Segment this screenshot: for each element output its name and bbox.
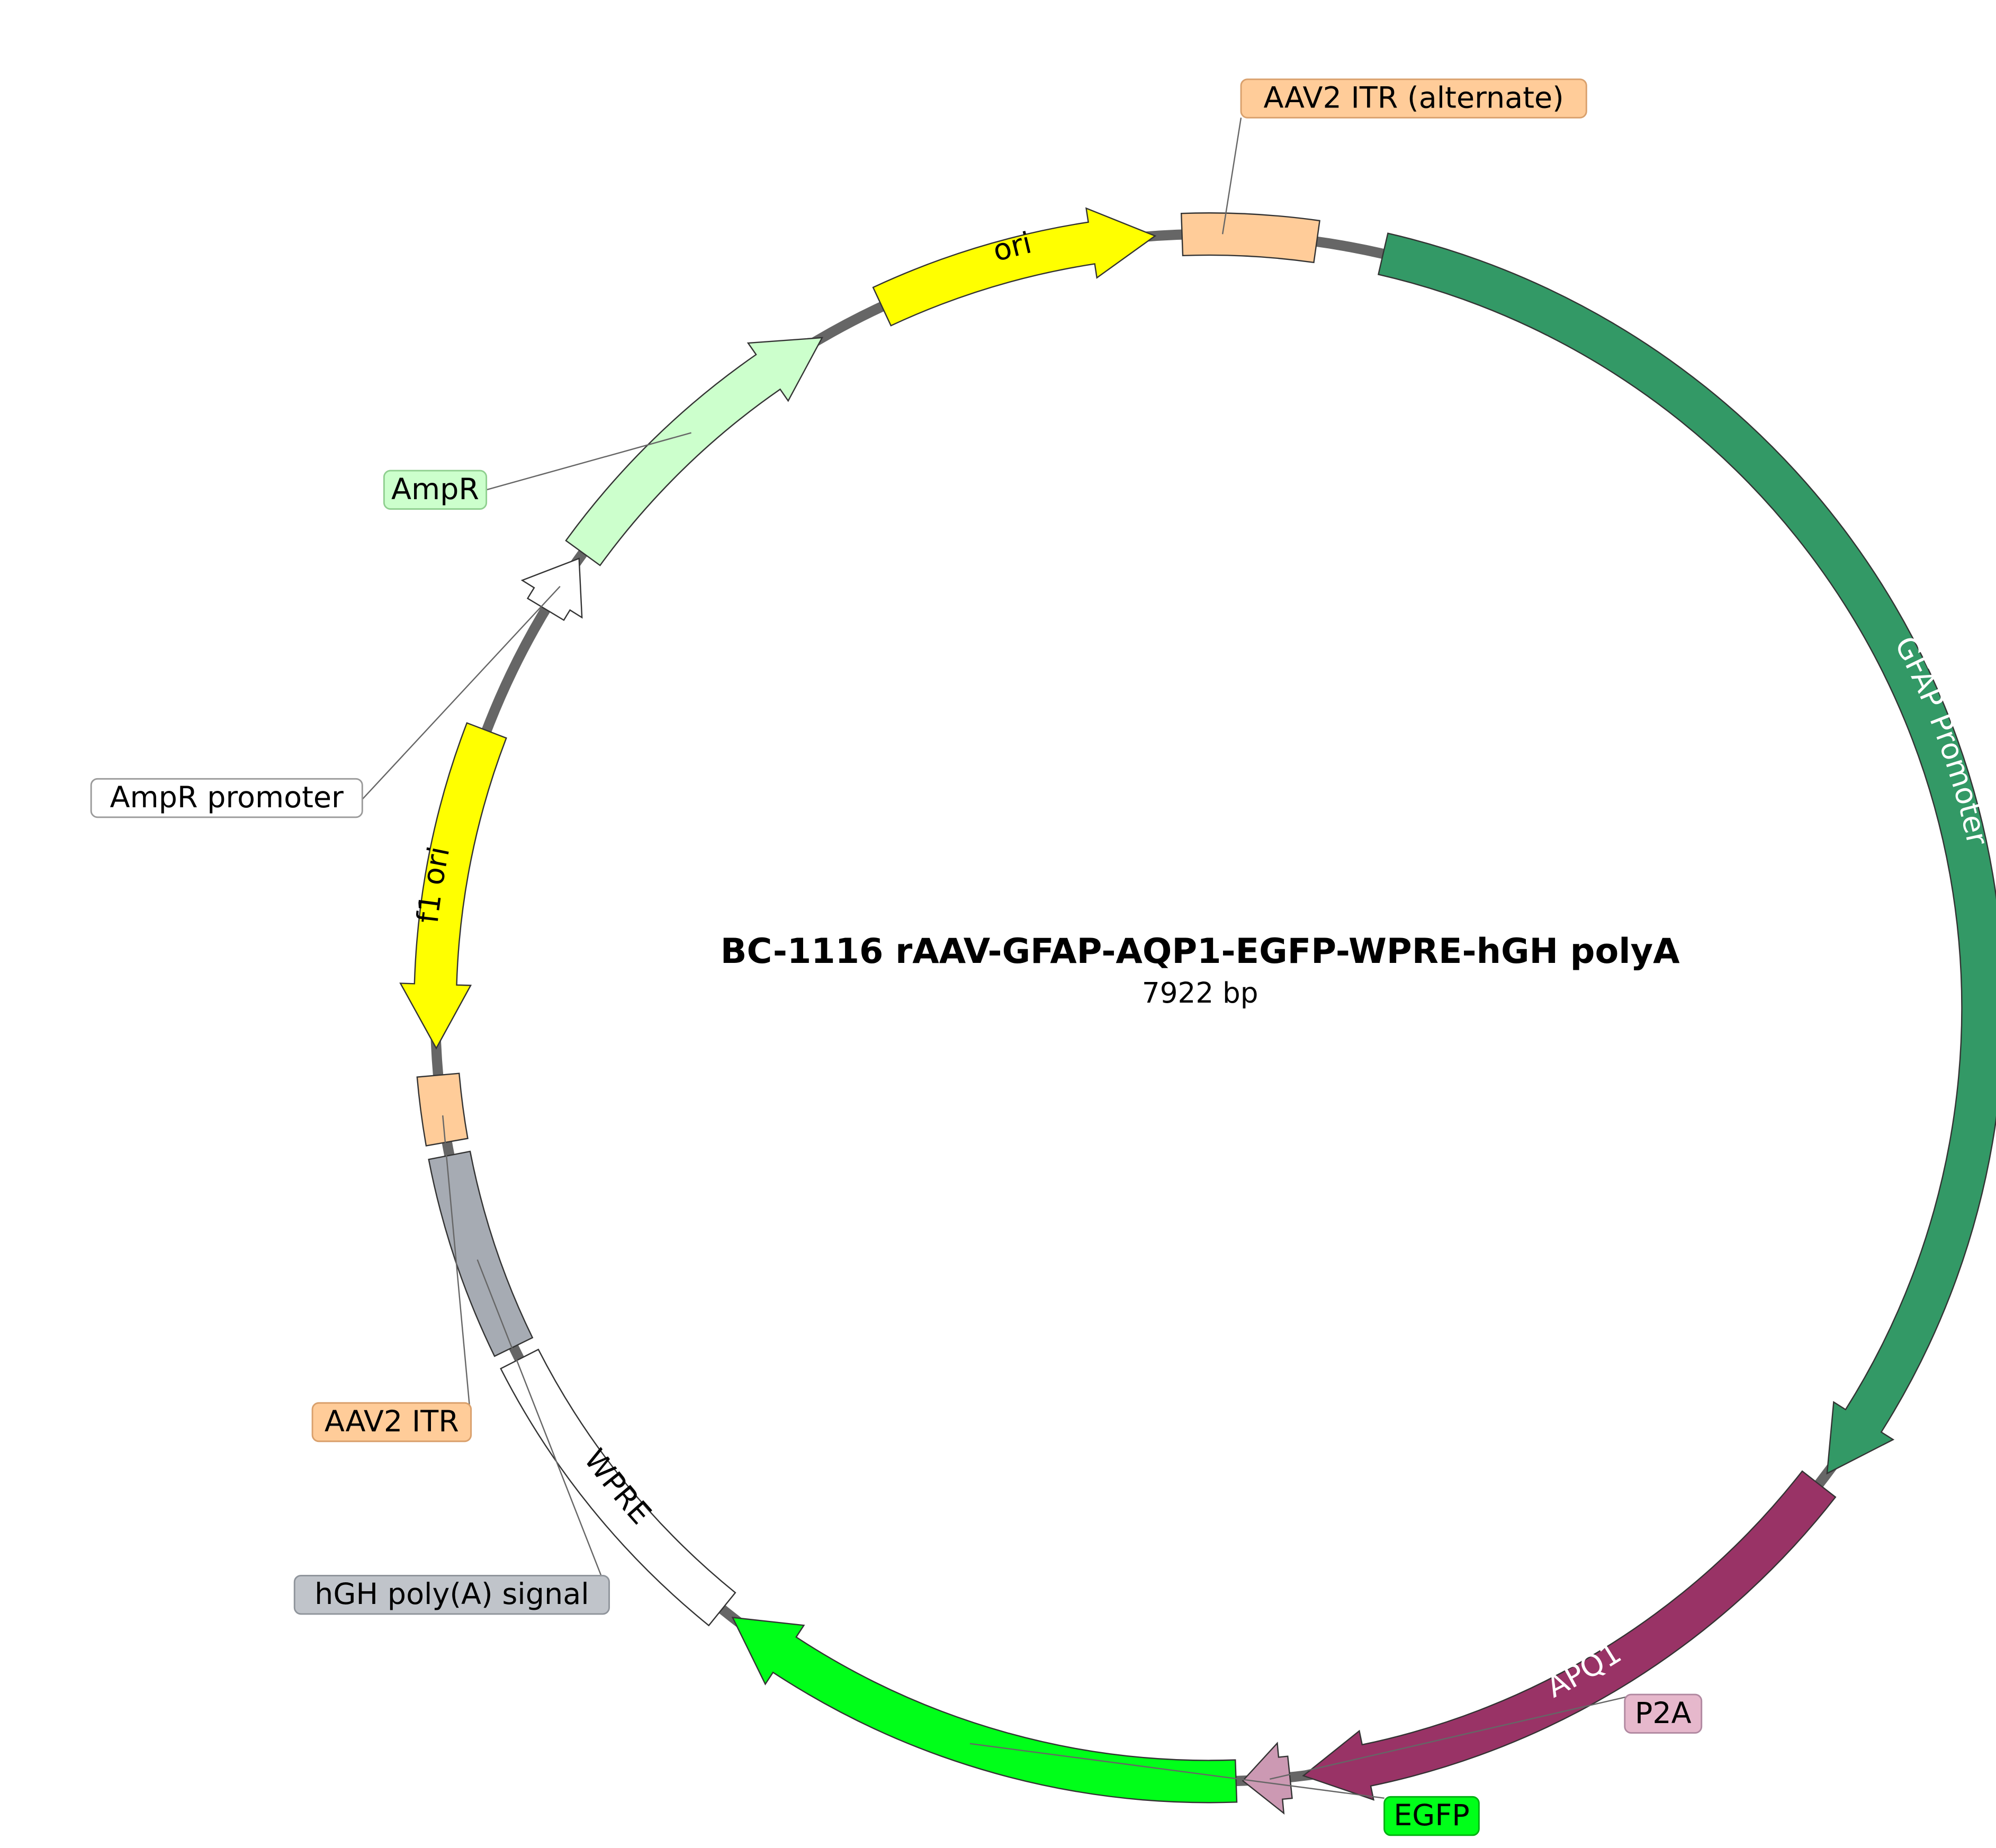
p2a-callout-box — [1624, 1693, 1703, 1734]
egfp-callout-label: EGFP — [1393, 1798, 1470, 1833]
apq1-arrow[interactable] — [1302, 1470, 1837, 1801]
ampr-feature[interactable] — [565, 337, 823, 566]
egfp-callout-box — [1383, 1796, 1480, 1836]
ampr-callout: AmpR — [383, 432, 691, 510]
aav2-itr-callout-label: AAV2 ITR — [325, 1404, 459, 1439]
egfp-feature[interactable] — [731, 1617, 1238, 1804]
ampr-leader-line — [486, 432, 691, 491]
p2a-callout: P2A — [1270, 1693, 1703, 1780]
ampr-promoter-leader-line — [362, 585, 561, 800]
gfap-promoter-feature[interactable]: GFAP Promoter — [1377, 232, 1996, 1475]
f1-ori-arrow[interactable] — [399, 722, 507, 1050]
egfp-callout: EGFP — [969, 1743, 1480, 1836]
apq1-feature[interactable]: APQ1 — [1070, 1275, 1925, 1801]
ampr-callout-box — [383, 470, 488, 510]
p2a-callout-label: P2A — [1635, 1696, 1692, 1730]
ampr-arrow[interactable] — [565, 337, 823, 566]
hgh-polya-callout: hGH poly(A) signal — [293, 1259, 610, 1615]
p2a-arrow[interactable] — [1242, 1742, 1293, 1815]
aav2-itr-leader-line — [442, 1115, 472, 1422]
aav2-itr-alt-callout: AAV2 ITR (alternate) — [1221, 78, 1587, 235]
aav2-itr-callout-box — [311, 1402, 472, 1443]
hgh-polya-leader-line — [476, 1259, 610, 1597]
p2a-feature[interactable] — [1242, 1742, 1293, 1815]
hgh-polya-box[interactable] — [428, 1150, 534, 1357]
aav2-itr-callout: AAV2 ITR — [311, 1115, 472, 1443]
plasmid-size: 7922 bp — [1142, 977, 1258, 1009]
gfap-promoter-arrow[interactable] — [1377, 232, 1996, 1475]
hgh-polya-callout-box — [293, 1574, 610, 1615]
ampr-promoter-callout-box — [90, 778, 363, 818]
ampr-promoter-callout-label: AmpR promoter — [110, 780, 344, 815]
hgh-polya-feature[interactable] — [428, 1150, 534, 1357]
ampr-promoter-callout: AmpR promoter — [90, 585, 561, 818]
egfp-arrow[interactable] — [731, 1617, 1238, 1804]
callout-layer: AAV2 ITR (alternate) P2A EGFP hGH poly(A) s… — [90, 78, 1703, 1836]
aav2-itr-alt-callout-label: AAV2 ITR (alternate) — [1263, 81, 1563, 115]
p2a-leader-line — [1270, 1695, 1632, 1780]
ampr-promoter-feature[interactable] — [520, 557, 583, 621]
aav2-itr-box[interactable] — [416, 1072, 469, 1147]
ampr-promoter-arrow[interactable] — [520, 557, 583, 621]
aav2-itr-alt-leader-line — [1221, 118, 1242, 235]
f1-ori-feature[interactable]: f1 ori — [399, 416, 695, 1411]
ori-arrow[interactable] — [872, 207, 1157, 327]
ampr-callout-label: AmpR — [391, 472, 479, 507]
aav2-itr-alt-callout-box — [1240, 78, 1587, 119]
aav2-itr-alt-feature[interactable] — [1180, 212, 1320, 264]
wpre-box[interactable] — [500, 1348, 736, 1627]
aav2-itr-feature[interactable] — [416, 1072, 469, 1147]
plasmid-title: BC-1116 rAAV-GFAP-AQP1-EGFP-WPRE-hGH pol… — [721, 931, 1680, 971]
aav2-itr-alt-box[interactable] — [1180, 212, 1320, 264]
hgh-polya-callout-label: hGH poly(A) signal — [314, 1577, 589, 1611]
egfp-leader-line — [969, 1743, 1384, 1799]
